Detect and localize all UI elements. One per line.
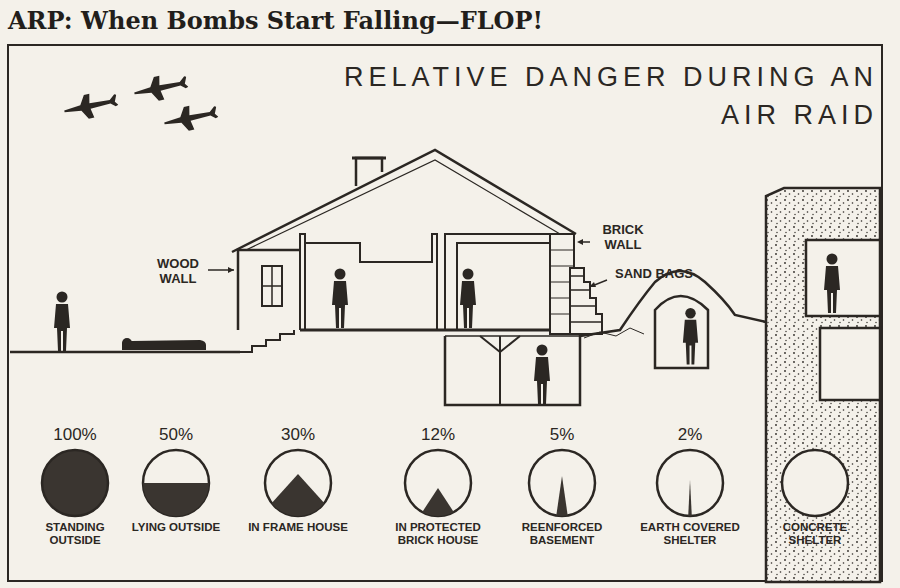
gauge-label: REENFORCED BASEMENT (508, 521, 616, 547)
gauge-label: IN FRAME HOUSE (248, 521, 348, 534)
chart-heading: RELATIVE DANGER DURING AN AIR RAID (333, 58, 878, 134)
gauge-label: LYING OUTSIDE (132, 521, 220, 534)
danger-gauge: 50% LYING OUTSIDE (126, 424, 226, 534)
gauge-label: CONCRETE SHELTER (763, 521, 867, 547)
percent-holder: 2% (678, 424, 703, 448)
percent-holder: 100% (53, 424, 96, 448)
danger-gauge: 5% REENFORCED BASEMENT (508, 424, 616, 547)
danger-dial (780, 448, 850, 518)
danger-percent: 12% (421, 425, 455, 444)
percent-holder: 30% (281, 424, 315, 448)
sandbag-callout: SAND BAGS (609, 266, 699, 281)
danger-percent: 5% (550, 425, 575, 444)
wall-callout: WOOD WALL (150, 256, 206, 286)
danger-dial (655, 448, 725, 518)
danger-dial (527, 448, 597, 518)
danger-gauge: CONCRETE SHELTER (763, 424, 867, 547)
percent-holder: 12% (421, 424, 455, 448)
gauge-label: IN PROTECTED BRICK HOUSE (382, 521, 494, 547)
danger-percent: 2% (678, 425, 703, 444)
danger-percent: 50% (159, 425, 193, 444)
gauge-label: EARTH COVERED SHELTER (632, 521, 748, 547)
wall-callout: BRICK WALL (593, 222, 653, 252)
danger-gauge: 100% STANDING OUTSIDE (29, 424, 121, 547)
danger-percent: 100% (53, 425, 96, 444)
danger-dial (403, 448, 473, 518)
percent-holder: 50% (159, 424, 193, 448)
danger-dial (40, 448, 110, 518)
danger-gauge: 12% IN PROTECTED BRICK HOUSE (382, 424, 494, 547)
diagram-title: ARP: When Bombs Start Falling—FLOP! (8, 6, 543, 35)
danger-gauge: 2% EARTH COVERED SHELTER (632, 424, 748, 547)
danger-percent: 30% (281, 425, 315, 444)
gauge-label: STANDING OUTSIDE (29, 521, 121, 547)
danger-dial (263, 448, 333, 518)
danger-dial (141, 448, 211, 518)
percent-holder: 5% (550, 424, 575, 448)
danger-gauge: 30% IN FRAME HOUSE (236, 424, 360, 534)
